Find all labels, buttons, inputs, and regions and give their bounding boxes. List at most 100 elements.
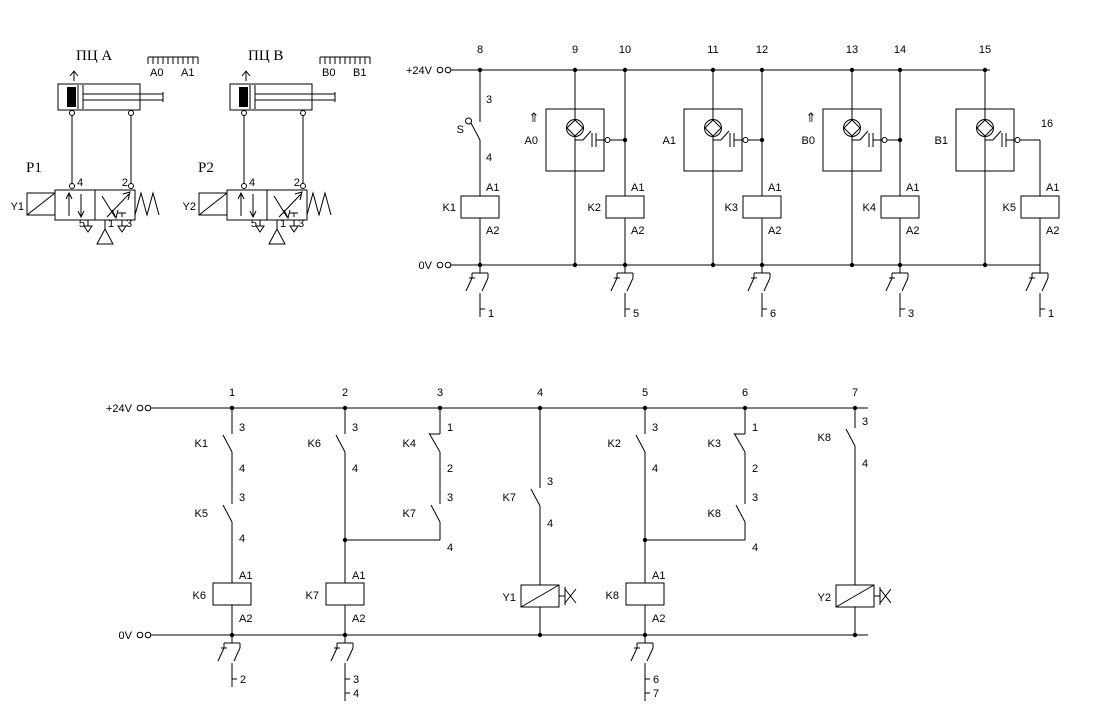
relay-coil-k1[interactable] <box>460 195 500 219</box>
contact-k1[interactable] <box>222 423 233 463</box>
rail-terminal-0v-bottom[interactable] <box>136 631 152 639</box>
cylinder-b[interactable] <box>229 70 336 116</box>
sensor-a0[interactable] <box>545 108 605 172</box>
xref-k1 <box>465 264 489 318</box>
solenoid-y1-label: Y1 <box>11 201 24 213</box>
rung-number: 5 <box>642 387 648 399</box>
xref-k3 <box>747 264 771 318</box>
contact-label-k8: K8 <box>818 432 831 444</box>
relay-coil-k5[interactable] <box>1020 195 1060 219</box>
solenoid-coil-y2[interactable] <box>835 584 892 608</box>
xref-number: 5 <box>633 308 639 320</box>
rung-number: 10 <box>619 44 631 56</box>
cylinder-b-assembly[interactable]: ПЦ B B0 B1 <box>229 48 371 184</box>
contact-label-k7: K7 <box>403 508 416 520</box>
terminal-label: 2 <box>752 463 758 475</box>
xref-k5 <box>1025 264 1049 318</box>
rung-4-y1: 3 K7 4 Y1 <box>503 408 577 635</box>
sensor-b0[interactable] <box>822 108 882 172</box>
rung14-wire <box>887 70 901 265</box>
rung-9-10-sensor-a0-k2: A0 ⇑ K2 A1 A2 5 <box>525 70 645 320</box>
valve-p2-port2: 2 <box>294 177 300 189</box>
cylinder-a[interactable] <box>57 70 164 116</box>
terminal-label: 4 <box>486 152 492 164</box>
contact-k3-nc[interactable] <box>733 423 746 463</box>
xref-number: 3 <box>353 674 359 686</box>
contact-k7-holding[interactable] <box>430 493 441 533</box>
contact-k5[interactable] <box>222 493 233 533</box>
xref-number: 1 <box>1048 308 1054 320</box>
terminal-label: 1 <box>752 422 758 434</box>
junction-dot <box>897 137 903 143</box>
cylinder-a-assembly[interactable]: ПЦ A A0 A1 <box>57 48 199 184</box>
rail-terminal-24v[interactable] <box>436 66 452 74</box>
contact-label-k5: K5 <box>195 508 208 520</box>
relay-coil-k7[interactable] <box>325 582 365 606</box>
contact-label-k4: K4 <box>403 438 416 450</box>
terminal-label: 4 <box>239 463 245 475</box>
terminal-label: A1 <box>652 570 665 582</box>
relay-coil-k8[interactable] <box>625 582 665 606</box>
terminal-label: A2 <box>239 613 252 625</box>
contact-k6[interactable] <box>335 423 346 463</box>
terminal-label: 3 <box>239 492 245 504</box>
sensor-a1-output-node <box>742 137 749 143</box>
switch-s[interactable] <box>465 109 481 151</box>
xref-k8 <box>630 634 654 702</box>
contact-k4-nc[interactable] <box>428 423 441 463</box>
relay-coil-k3[interactable] <box>742 195 782 219</box>
terminal-label: 3 <box>239 422 245 434</box>
solenoid-coil-y1[interactable] <box>520 584 577 608</box>
contact-k8-holding[interactable] <box>735 493 746 533</box>
xref-k2 <box>610 264 634 318</box>
terminal-label: 1 <box>447 422 453 434</box>
rung-numbers-bottom: 1 2 3 4 5 6 7 <box>229 387 858 399</box>
contact-k8[interactable] <box>845 417 856 457</box>
terminal-label: 3 <box>352 422 358 434</box>
valve-p1-port4: 4 <box>77 177 83 189</box>
relay-coil-k2[interactable] <box>605 195 645 219</box>
rung-number: 8 <box>477 44 483 56</box>
valve-p2[interactable] <box>198 183 332 245</box>
sensor-a1[interactable] <box>683 108 743 172</box>
coil-label-k1: K1 <box>443 202 456 214</box>
rail-terminal-0v[interactable] <box>436 261 452 269</box>
coil-label-k5: K5 <box>1003 202 1016 214</box>
rung-number: 7 <box>852 387 858 399</box>
rail-terminal-24v-bottom[interactable] <box>136 404 152 412</box>
coil-label-k8: K8 <box>606 590 619 602</box>
valve-p1-port1: 1 <box>108 218 114 230</box>
terminal-label: A2 <box>631 225 644 237</box>
rung10-wire <box>610 70 626 265</box>
valve-p1[interactable] <box>26 183 160 245</box>
coil-label-k2: K2 <box>588 202 601 214</box>
rung-numbers-top: 8 9 10 11 12 13 14 15 16 <box>477 44 1053 130</box>
coil-label-k4: K4 <box>863 202 876 214</box>
cylinder-b-title: ПЦ B <box>248 48 283 64</box>
valve-p1-name: P1 <box>26 160 42 176</box>
contact-k7[interactable] <box>530 477 541 517</box>
switch-s-label: S <box>457 124 464 136</box>
scale-label-a0: A0 <box>150 67 163 79</box>
rail-label-24v: +24V <box>406 65 433 77</box>
rail-label-24v: +24V <box>106 403 133 415</box>
solenoid-label-y2: Y2 <box>818 592 831 604</box>
contact-label-k8: K8 <box>708 508 721 520</box>
xref-number: 4 <box>353 688 359 700</box>
relay-coil-k4[interactable] <box>880 195 920 219</box>
valve-p2-assembly[interactable]: P2 Y2 4 2 5 1 3 <box>183 160 332 245</box>
contact-k2[interactable] <box>635 423 646 463</box>
relay-coil-k6[interactable] <box>212 582 252 606</box>
solenoid-y2-label: Y2 <box>183 201 196 213</box>
ladder-top: +24V 0V 8 9 10 11 12 13 14 15 16 3 S 4 K… <box>406 44 1060 320</box>
valve-p2-port4: 4 <box>249 177 255 189</box>
sensor-b1[interactable] <box>955 108 1015 172</box>
junction-dot <box>622 137 628 143</box>
valve-p1-assembly[interactable]: P1 Y1 4 2 5 1 3 <box>11 160 160 245</box>
sensor-b1-output-node <box>1014 137 1021 143</box>
xref-number: 2 <box>240 674 246 686</box>
sensor-b0-output-node <box>881 137 888 143</box>
ladder-bottom: +24V 0V 1 2 3 4 5 6 7 3 K1 4 3 K5 4 A1 K… <box>106 387 892 702</box>
sensor-a0-label: A0 <box>525 135 538 147</box>
